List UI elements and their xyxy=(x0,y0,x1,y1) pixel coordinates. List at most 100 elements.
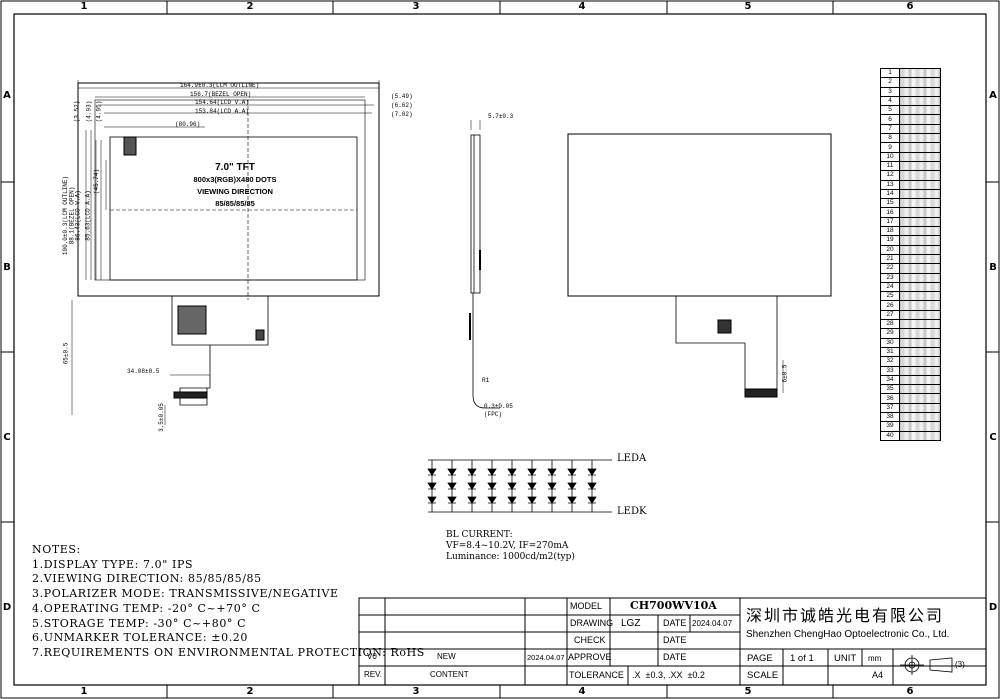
pin-number: 8 xyxy=(880,133,900,144)
pin-row: 15 xyxy=(880,198,941,209)
pin-row: 11 xyxy=(880,160,941,172)
pin-row: 18 xyxy=(880,226,941,237)
pin-row: 22 xyxy=(880,263,941,274)
dim-right-2: (6.62) xyxy=(391,102,413,109)
pin-row: 3 xyxy=(880,86,941,97)
pin-signal-redacted xyxy=(899,346,941,358)
tolerance-label: TOLERANCE xyxy=(569,670,624,680)
pin-number: 32 xyxy=(880,356,900,367)
pin-number: 40 xyxy=(880,430,900,441)
pin-row: 35 xyxy=(880,384,941,395)
back-view xyxy=(567,133,832,398)
company-name-en: Shenzhen ChengHao Optoelectronic Co., Lt… xyxy=(746,629,950,640)
led-diode xyxy=(447,496,457,504)
pin-number: 10 xyxy=(880,151,900,162)
pin-row: 37 xyxy=(880,402,941,414)
pin-number: 13 xyxy=(880,179,900,190)
led-diode xyxy=(587,496,597,504)
pin-signal-redacted xyxy=(899,402,941,414)
zone-bottom-2: 2 xyxy=(246,686,254,697)
pin-row: 8 xyxy=(880,133,941,144)
pin-row: 23 xyxy=(880,272,941,283)
zone-top-3: 3 xyxy=(412,1,420,12)
pin-signal-redacted xyxy=(899,300,941,311)
pin-row: 14 xyxy=(880,188,941,200)
pin-number: 9 xyxy=(880,142,900,153)
led-diode xyxy=(547,482,557,490)
content-label: CONTENT xyxy=(430,670,469,679)
pin-row: 10 xyxy=(880,151,941,162)
pin-row: 7 xyxy=(880,123,941,135)
dim-va-height: 86.43(LCD V.A) xyxy=(74,190,82,241)
pin-signal-redacted xyxy=(899,67,941,79)
pin-number: 15 xyxy=(880,198,900,209)
pin-number: 35 xyxy=(880,384,900,395)
pin-signal-redacted xyxy=(899,123,941,135)
viewing-direction-label: VIEWING DIRECTION xyxy=(197,187,273,196)
front-view xyxy=(71,80,380,425)
pin-signal-redacted xyxy=(899,281,941,293)
dim-lcm-width: 164.9±0.3(LCM OUTLINE) xyxy=(180,82,260,89)
led-diode xyxy=(447,482,457,490)
panel-size: 7.0" TFT xyxy=(215,162,255,173)
pin-signal-redacted xyxy=(899,160,941,172)
pin-row: 5 xyxy=(880,105,941,116)
dim-fpc-offset: 34.08±0.5 xyxy=(127,368,160,375)
pin-row: 19 xyxy=(880,235,941,246)
rev-v0: V0 xyxy=(367,652,377,661)
dim-fpc-length: 65±0.5 xyxy=(62,342,70,365)
pin-number: 4 xyxy=(880,95,900,107)
pin-number: 38 xyxy=(880,411,900,423)
dim-fpc-tail: 3.5±0.05 xyxy=(157,403,165,432)
led-diode xyxy=(427,482,437,490)
pin-signal-redacted xyxy=(899,151,941,162)
dim-va-width: 154.64(LCD V.A) xyxy=(195,99,250,106)
pin-number: 1 xyxy=(880,67,900,79)
note-6: 6.UNMARKER TOLERANCE: ±0.20 xyxy=(32,631,249,645)
led-diode xyxy=(567,468,577,476)
led-diode xyxy=(427,496,437,504)
pin-number: 27 xyxy=(880,309,900,321)
pin-signal-redacted xyxy=(899,393,941,404)
pin-number: 11 xyxy=(880,160,900,172)
page-label: PAGE xyxy=(747,653,773,664)
pin-signal-redacted xyxy=(899,253,941,265)
zone-bottom-4: 4 xyxy=(578,686,586,697)
unit-value: mm xyxy=(868,654,882,663)
pin-signal-redacted xyxy=(899,86,941,97)
pin-number: 19 xyxy=(880,235,900,246)
dim-fpc-end: 6±0.5 xyxy=(781,364,789,383)
notes-title: NOTES: xyxy=(32,543,81,556)
zone-left-d: D xyxy=(2,602,12,613)
pin-signal-redacted xyxy=(899,133,941,144)
pin-number: 39 xyxy=(880,421,900,432)
pin-row: 27 xyxy=(880,309,941,321)
pin-signal-redacted xyxy=(899,337,941,348)
pin-row: 24 xyxy=(880,281,941,293)
pin-signal-redacted xyxy=(899,309,941,321)
viewing-direction-value: 85/85/85/85 xyxy=(215,199,255,208)
panel-resolution: 800x3(RGB)X480 DOTS xyxy=(193,175,277,184)
pin-signal-redacted xyxy=(899,95,941,107)
zone-top-2: 2 xyxy=(246,1,254,12)
side-view xyxy=(469,120,500,409)
dim-aa-height: 85.63(LCD A.A) xyxy=(84,190,92,241)
led-diode xyxy=(587,468,597,476)
pin-row: 2 xyxy=(880,77,941,88)
pin-signal-redacted xyxy=(899,291,941,302)
pin-number: 6 xyxy=(880,114,900,125)
projection-symbol xyxy=(900,655,953,675)
dim-left-top-3: (4.95) xyxy=(95,100,103,123)
pin-number: 37 xyxy=(880,402,900,414)
notes-block: NOTES: 1.DISPLAY TYPE: 7.0" IPS 2.VIEWIN… xyxy=(32,543,425,661)
pin-signal-redacted xyxy=(899,263,941,274)
zone-bottom-6: 6 xyxy=(906,686,914,697)
paper-size: A4 xyxy=(872,670,884,680)
pin-signal-redacted xyxy=(899,235,941,246)
pin-signal-redacted xyxy=(899,170,941,181)
pin-number: 28 xyxy=(880,318,900,330)
note-3: 3.POLARIZER MODE: TRANSMISSIVE/NEGATIVE xyxy=(32,587,339,601)
bl-current-block: BL CURRENT: VF=8.4~10.2V, IF=270mA Lumin… xyxy=(446,530,575,563)
pin-row: 20 xyxy=(880,244,941,255)
pin-signal-redacted xyxy=(899,318,941,330)
